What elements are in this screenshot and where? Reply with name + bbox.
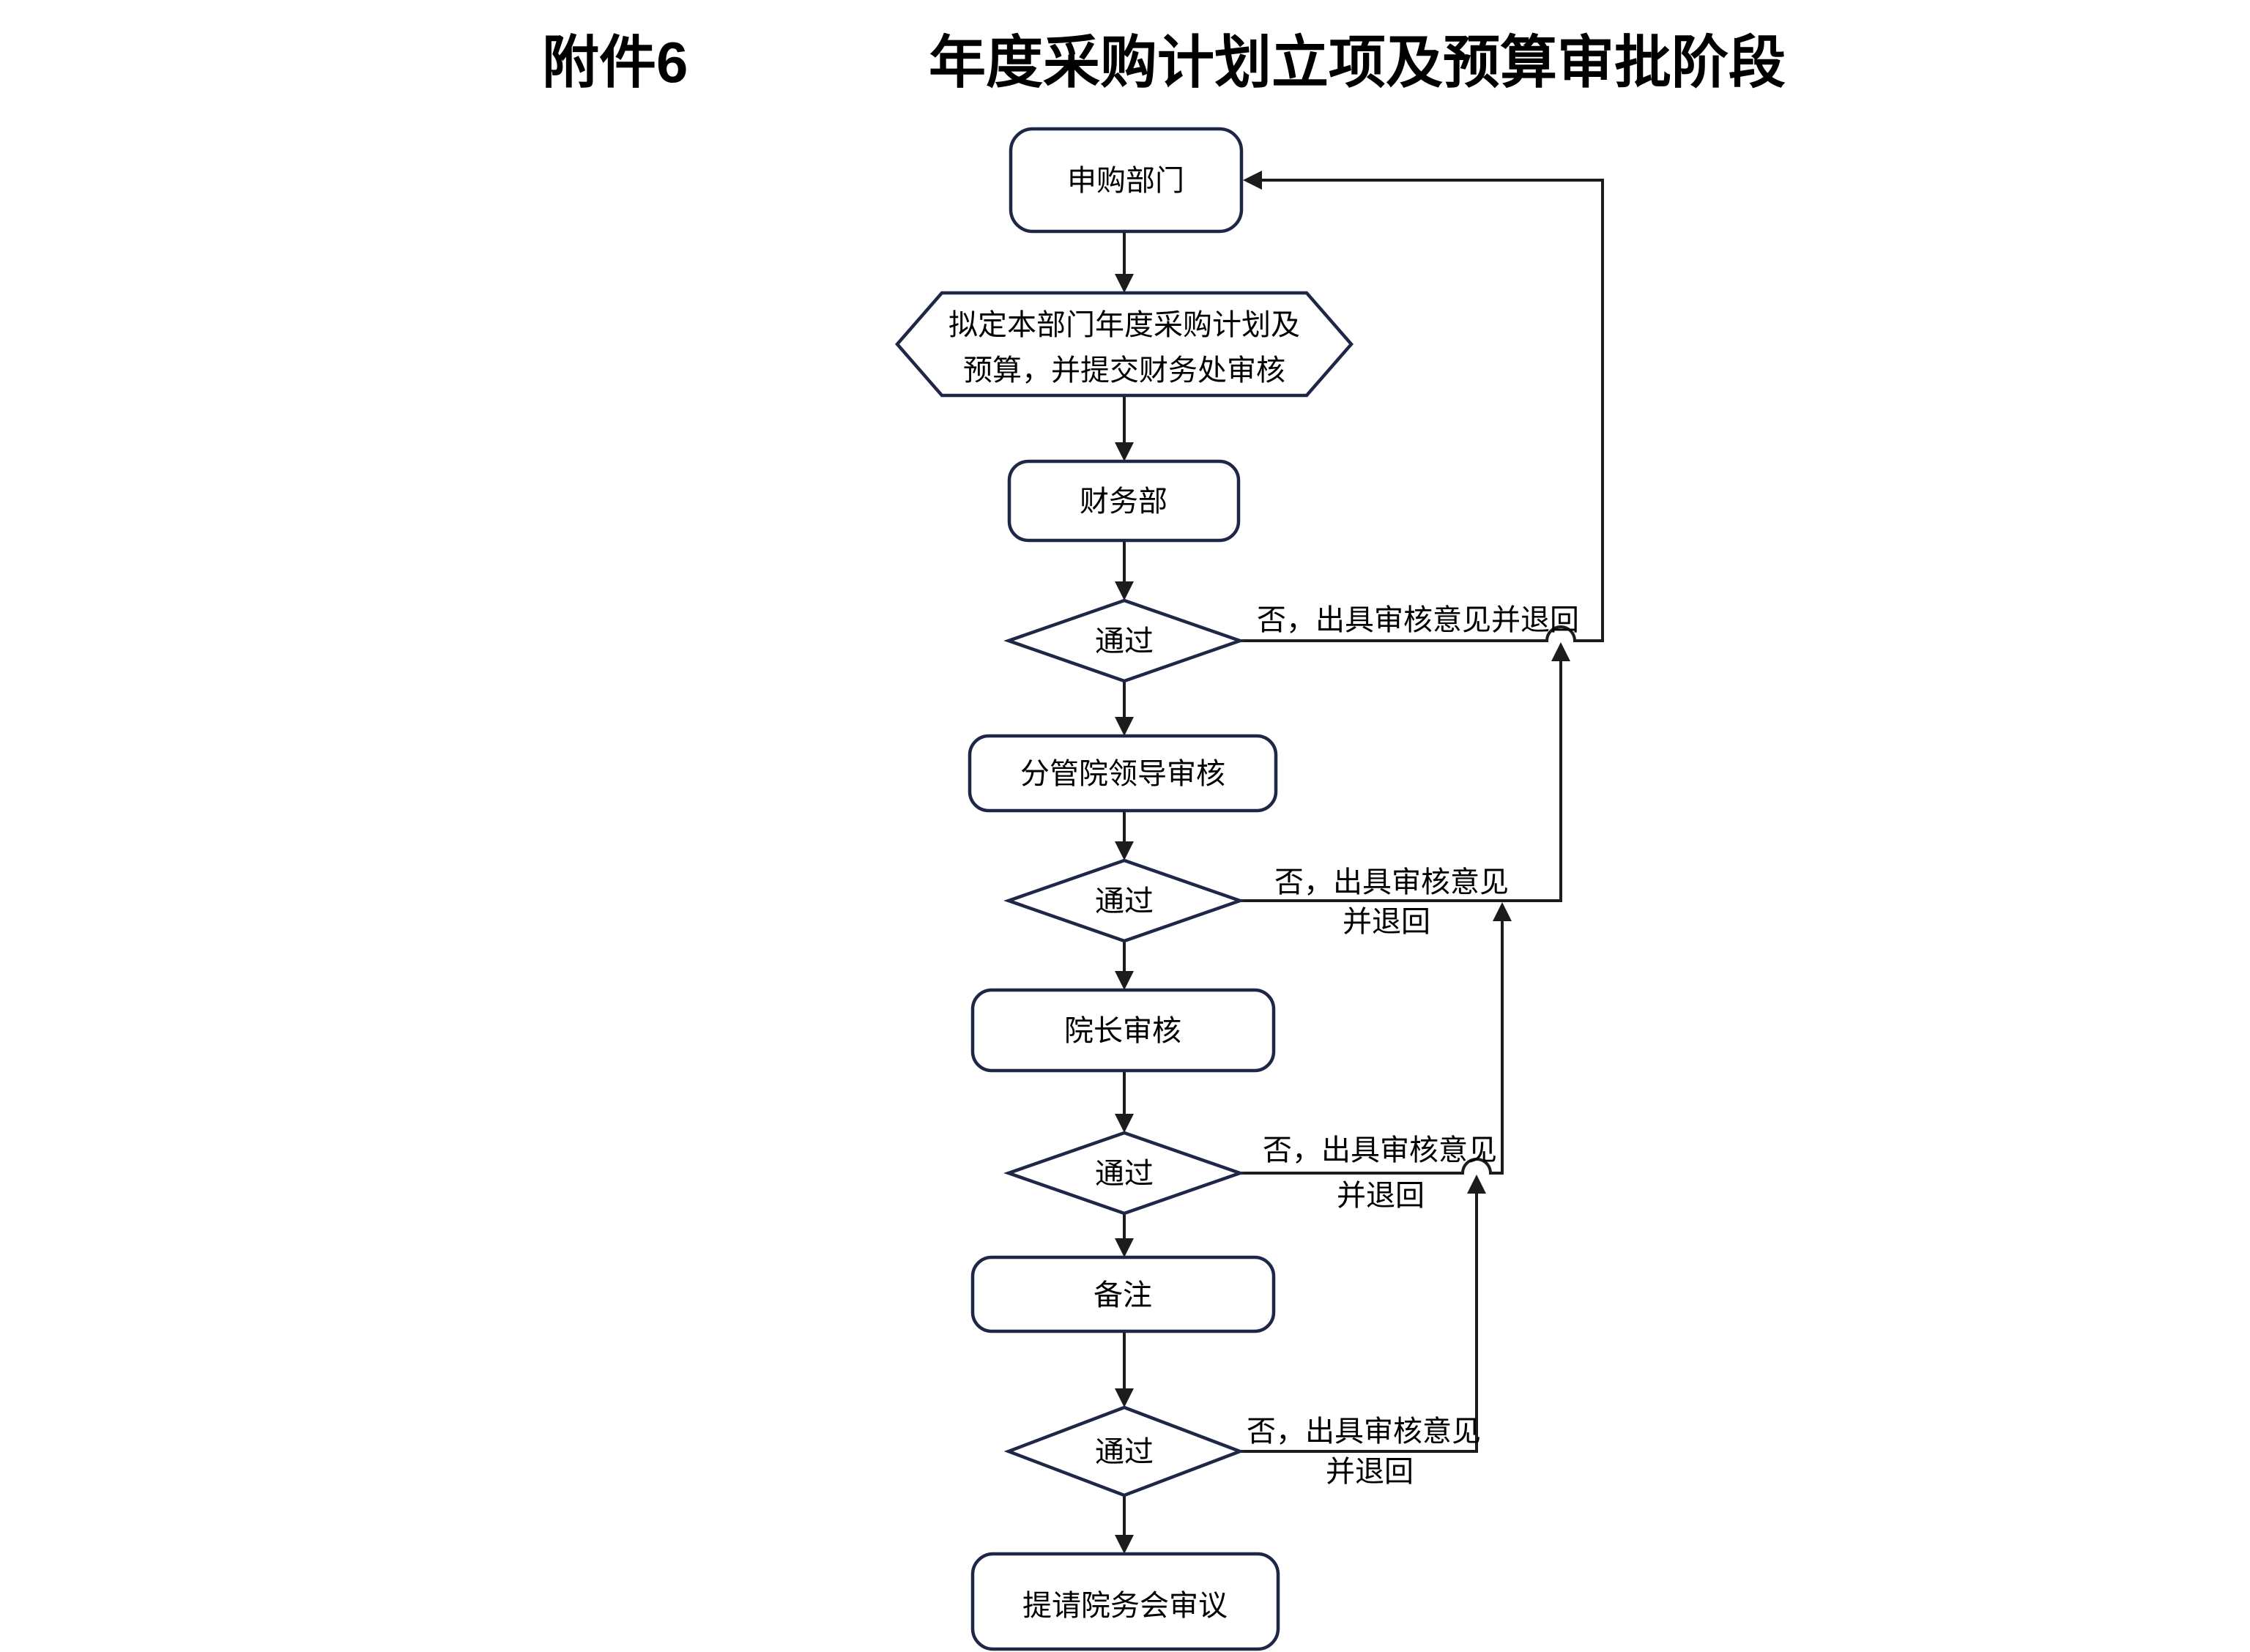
arrowhead-up-icon: [1493, 902, 1512, 921]
decision1-label: 通过: [1095, 625, 1154, 658]
council-node-label: 提请院务会审议: [1022, 1590, 1228, 1622]
plan-hexagon-node: [895, 291, 1354, 398]
arrowhead-down-icon: [1115, 1238, 1134, 1257]
decision1-diamond: [1003, 598, 1245, 683]
decision2-label: 通过: [1095, 885, 1154, 918]
plan-node-label-line2: 预算，并提交财务处审核: [963, 354, 1285, 387]
finance-node: [1007, 459, 1241, 543]
edge-no2-return: [1240, 661, 1562, 902]
arrowhead-up-icon: [1467, 1175, 1486, 1194]
edge-label-no3-line1: 否，出具审核意见: [1263, 1134, 1497, 1167]
arrowhead-down-icon: [1115, 1114, 1134, 1133]
arrowhead-down-icon: [1115, 1535, 1134, 1554]
vice-leader-review-label: 分管院领导审核: [1020, 758, 1225, 790]
decision3-diamond: [1003, 1131, 1245, 1216]
page-title: 年度采购计划立项及预算审批阶段: [929, 30, 1786, 94]
arrowhead-down-icon: [1115, 1388, 1134, 1407]
arrowhead-up-icon: [1551, 642, 1570, 661]
plan-node-label-line1: 拟定本部门年度采购计划及: [948, 309, 1300, 341]
edge-no1-return: [1240, 179, 1604, 642]
arrowhead-down-icon: [1115, 841, 1134, 860]
arrowhead-left-icon: [1243, 171, 1262, 190]
remark-node-label: 备注: [1094, 1279, 1152, 1311]
council-node: [970, 1552, 1280, 1651]
arrowhead-down-icon: [1115, 581, 1134, 600]
decision2-diamond: [1003, 858, 1245, 943]
dean-review-label: 院长审核: [1064, 1015, 1181, 1047]
edge-label-no4-line1: 否，出具审核意见: [1247, 1415, 1481, 1448]
start-node-label: 申购部门: [1067, 165, 1184, 197]
edge-label-no4-line2: 并退回: [1326, 1456, 1414, 1488]
start-node: [1009, 127, 1244, 234]
edge-no3-return: [1240, 921, 1504, 1175]
decision4-diamond: [1003, 1405, 1245, 1497]
decision4-label: 通过: [1095, 1436, 1154, 1468]
edge-label-no1: 否，出具审核意见并退回: [1257, 604, 1579, 636]
dean-review-node: [970, 988, 1276, 1073]
arrowhead-down-icon: [1115, 971, 1134, 990]
vice-leader-review-node: [968, 734, 1278, 813]
edge-no4-return: [1240, 1194, 1478, 1453]
finance-node-label: 财务部: [1080, 485, 1167, 518]
arrowhead-down-icon: [1115, 274, 1134, 293]
page-title-attachment: 附件6: [542, 30, 688, 94]
edge-label-no3-line2: 并退回: [1337, 1180, 1425, 1212]
decision3-label: 通过: [1095, 1158, 1154, 1190]
remark-node: [970, 1255, 1276, 1333]
arrowhead-down-icon: [1115, 717, 1134, 736]
edge-label-no2-line2: 并退回: [1343, 906, 1430, 938]
arrowhead-down-icon: [1115, 442, 1134, 461]
edge-label-no2-line1: 否，出具审核意见: [1274, 866, 1509, 898]
